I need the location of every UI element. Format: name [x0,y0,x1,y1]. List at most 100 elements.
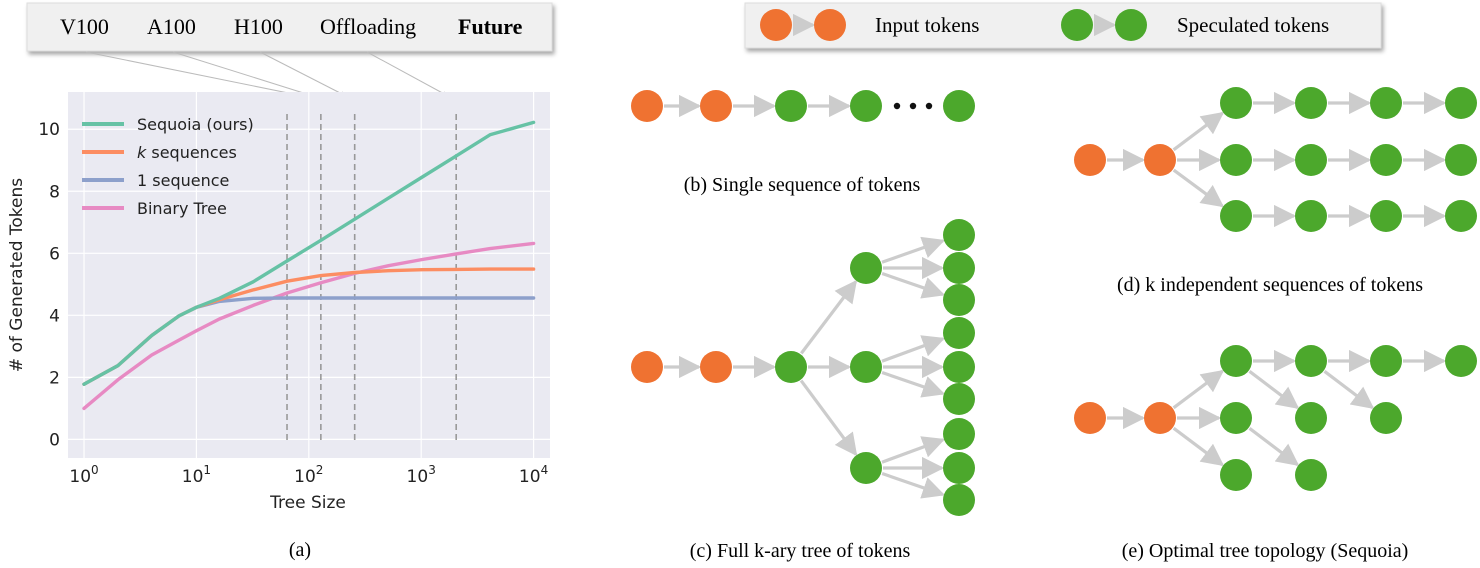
tree-edge [1323,370,1375,410]
tree-edge [1172,426,1225,467]
hardware-box: V100 A100 H100 Offloading Future [26,2,553,52]
series-lines [82,120,536,411]
legend-label-k-sequences: k sequences [137,143,237,162]
speculated-token-node [943,317,975,349]
caption-b: (b) Single sequence of tokens [684,174,921,196]
tree-edge [1248,427,1300,467]
speculated-token-node [1295,459,1327,491]
speculated-token-node [1370,144,1402,176]
input-token-node [700,351,732,383]
speculated-token-node [1295,402,1327,434]
speculated-token-node [1445,345,1477,377]
hardware-pointer-lines [85,51,449,98]
y-tick-label: 0 [49,430,60,450]
x-axis-label: Tree Size [269,493,346,513]
tree-edge [1172,369,1225,410]
y-tick-label: 2 [49,368,60,388]
speculated-token-node [850,252,882,284]
tree-edge [881,471,946,499]
tree-edge [1248,370,1300,410]
speculated-token-node [1295,200,1327,232]
legend-label-k-rest: sequences [146,143,237,162]
speculated-token-node [943,219,975,251]
speculated-token-node [1115,9,1147,41]
input-token-node [814,9,846,41]
speculated-token-node [1061,9,1093,41]
series-line-binary-tree [82,241,536,411]
input-token-node [631,351,663,383]
input-token-node [1074,402,1106,434]
pointer-a100 [172,51,314,97]
pointer-offloading [366,51,449,97]
speculated-token-node [1220,459,1252,491]
speculated-token-node [1220,402,1252,434]
hardware-label-a100: A100 [147,14,196,39]
legend-speculated-tokens: Speculated tokens [1177,13,1329,37]
ellipsis-dots [893,102,933,110]
input-token-node [760,9,792,41]
speculated-token-node [1445,200,1477,232]
speculated-token-node [1220,144,1252,176]
hardware-label-h100: H100 [234,14,283,39]
ellipsis-dot [893,102,901,110]
ellipsis-dot [909,102,917,110]
speculated-token-node [775,90,807,122]
tree-edge [881,271,946,299]
speculated-token-node [1220,345,1252,377]
y-tick-label: 8 [49,182,60,202]
diagram-optimal-tree [1074,345,1477,491]
speculated-token-node [850,452,882,484]
speculated-token-node [1370,87,1402,119]
tree-edge [881,370,946,398]
speculated-token-node [1445,87,1477,119]
legend-label-one-sequence: 1 sequence [137,171,229,190]
speculated-token-node [943,452,975,484]
hardware-box-bg [26,2,553,52]
hardware-label-offloading: Offloading [320,14,416,39]
x-tick-label: 102 [294,463,323,487]
hardware-label-future: Future [458,14,523,39]
tree-edge [1172,111,1225,152]
speculated-token-node [1295,87,1327,119]
hardware-label-v100: V100 [60,14,109,39]
tree-edge [881,236,946,264]
input-token-node [1074,144,1106,176]
tree-edge [881,335,946,363]
speculated-token-node [943,351,975,383]
caption-c: (c) Full k-ary tree of tokens [690,540,911,562]
tree-edge [1172,168,1225,208]
speculated-token-node [1220,200,1252,232]
x-tick-label: 100 [69,463,98,487]
input-token-node [1144,144,1176,176]
speculated-token-node [1370,200,1402,232]
speculated-token-node [1295,345,1327,377]
speculated-token-node [1370,345,1402,377]
speculated-token-node [943,418,975,450]
token-legend-box: Input tokens Speculated tokens [744,2,1382,49]
caption-e: (e) Optimal tree topology (Sequoia) [1122,540,1409,562]
chart-legend: Sequoia (ours) k sequences 1 sequence Bi… [82,115,254,218]
speculated-token-node [943,284,975,316]
speculated-token-node [850,90,882,122]
speculated-token-node [943,90,975,122]
input-token-node [700,90,732,122]
speculated-token-node [1220,87,1252,119]
y-tick-label: 6 [49,244,60,264]
y-axis-label: # of Generated Tokens [7,178,27,372]
speculated-token-node [1295,144,1327,176]
ellipsis-dot [925,102,933,110]
series-line-sequoia [82,120,536,386]
diagram-k-independent-sequences [1074,87,1477,232]
hardware-vlines [286,114,457,442]
speculated-token-node [1370,402,1402,434]
y-tick-label: 10 [38,120,60,140]
legend-label-binary-tree: Binary Tree [137,199,227,218]
speculated-token-node [850,351,882,383]
input-token-node [1144,402,1176,434]
legend-label-sequoia: Sequoia (ours) [137,115,254,134]
legend-label-k-italic: k [137,143,147,162]
speculated-token-node [943,484,975,516]
